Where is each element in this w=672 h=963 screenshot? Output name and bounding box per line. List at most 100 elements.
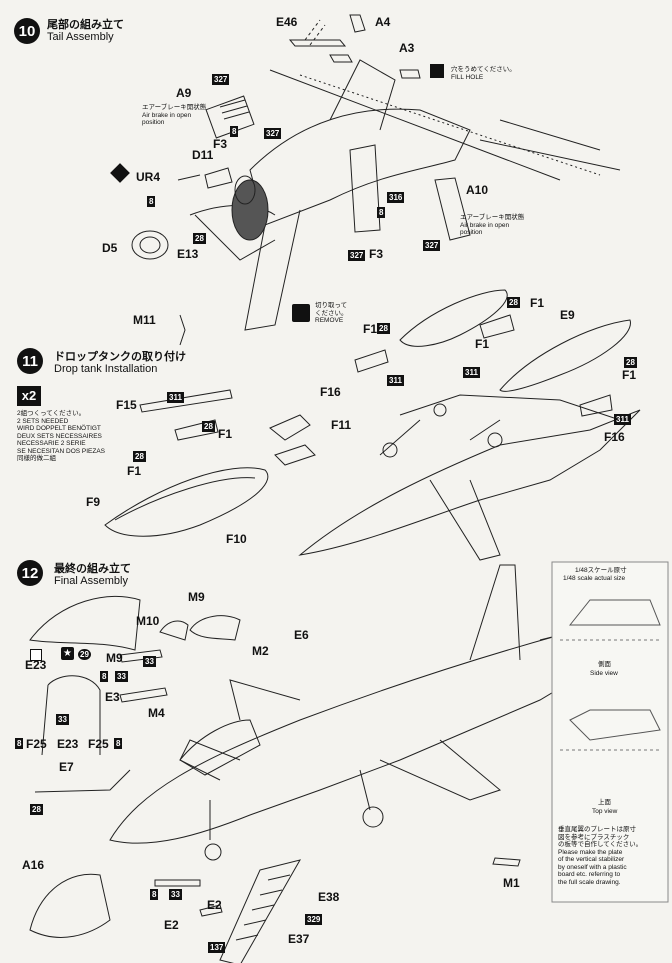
paint-28: 28 bbox=[507, 297, 520, 308]
part-E13: E13 bbox=[177, 247, 199, 261]
paint-311: 311 bbox=[387, 375, 404, 386]
plate-note: 垂直尾翼のプレートは原寸図を参考にプラスチックの板等で自作してください。 Ple… bbox=[558, 826, 643, 886]
part-F1: F1 bbox=[127, 464, 142, 478]
star-icon: ★ bbox=[61, 647, 74, 660]
part-F25: F25 bbox=[26, 737, 47, 751]
part-E2: E2 bbox=[164, 918, 179, 932]
paint-33: 33 bbox=[56, 714, 69, 725]
part-M9: M9 bbox=[188, 590, 205, 604]
part-E2: E2 bbox=[207, 898, 222, 912]
paint-8: 8 bbox=[114, 738, 123, 749]
step-10-title-jp: 尾部の組み立て bbox=[47, 19, 124, 31]
part-F1: F1 bbox=[622, 368, 637, 382]
part-M1: M1 bbox=[503, 876, 520, 890]
part-A3: A3 bbox=[399, 41, 415, 55]
part-E38: E38 bbox=[318, 890, 340, 904]
paint-311: 311 bbox=[614, 414, 631, 425]
tail-section-drawing bbox=[131, 14, 621, 346]
part-F1: F1 bbox=[530, 296, 545, 310]
paint-33: 33 bbox=[115, 671, 128, 682]
paint-327: 327 bbox=[348, 250, 366, 261]
part-F16: F16 bbox=[320, 385, 341, 399]
paint-8: 8 bbox=[100, 671, 109, 682]
remove-note: 切り取ってください。REMOVE bbox=[315, 302, 348, 324]
part-M2: M2 bbox=[252, 644, 269, 658]
paint-33: 33 bbox=[143, 656, 156, 667]
step-11-title-jp: ドロップタンクの取り付け bbox=[54, 351, 186, 363]
paint-327: 327 bbox=[212, 74, 230, 85]
drop-tank-drawing bbox=[104, 289, 641, 561]
part-F10: F10 bbox=[226, 532, 247, 546]
paint-8: 8 bbox=[230, 126, 239, 137]
paint-8: 8 bbox=[150, 889, 159, 900]
paint-8: 8 bbox=[147, 196, 156, 207]
paint-8: 8 bbox=[15, 738, 24, 749]
part-UR4: UR4 bbox=[136, 170, 161, 184]
decal-square-icon bbox=[30, 649, 42, 661]
x2-badge: x2 bbox=[17, 386, 41, 406]
part-E6: E6 bbox=[294, 628, 309, 642]
fill-hole-note: 穴をうめてください。FILL HOLE bbox=[451, 66, 516, 81]
part-E3: E3 bbox=[105, 690, 120, 704]
part-E7: E7 bbox=[59, 760, 74, 774]
part-E23: E23 bbox=[25, 658, 47, 672]
part-A10: A10 bbox=[466, 183, 489, 197]
scale-title-jp: 1/48スケール原寸 bbox=[575, 567, 627, 574]
paint-28: 28 bbox=[30, 804, 43, 815]
side-view-en: Side view bbox=[590, 670, 618, 677]
part-A16: A16 bbox=[22, 858, 45, 872]
part-M9: M9 bbox=[106, 651, 123, 665]
step-12-title-en: Final Assembly bbox=[54, 575, 128, 587]
paint-28: 28 bbox=[377, 323, 390, 334]
top-view-en: Top view bbox=[592, 808, 618, 815]
part-F1: F1 bbox=[475, 337, 490, 351]
part-F3: F3 bbox=[213, 137, 228, 151]
paint-311: 311 bbox=[463, 367, 480, 378]
part-E9: E9 bbox=[560, 308, 575, 322]
paint-8: 8 bbox=[377, 207, 386, 218]
step-10-title-en: Tail Assembly bbox=[47, 31, 114, 43]
cut-icon bbox=[292, 304, 310, 322]
part-E46: E46 bbox=[276, 15, 298, 29]
step-12-number: 12 bbox=[17, 560, 43, 586]
part-F1: F1 bbox=[218, 427, 233, 441]
part-E23: E23 bbox=[57, 737, 79, 751]
paint-327: 327 bbox=[423, 240, 441, 251]
part-F9: F9 bbox=[86, 495, 101, 509]
part-F15: F15 bbox=[116, 398, 137, 412]
final-aircraft-drawing bbox=[29, 564, 611, 963]
fill-hole-icon bbox=[430, 64, 444, 78]
part-M10: M10 bbox=[136, 614, 160, 628]
step-11-number: 11 bbox=[17, 348, 43, 374]
part-F25: F25 bbox=[88, 737, 109, 751]
paint-28: 28 bbox=[624, 357, 637, 368]
part-A9: A9 bbox=[176, 86, 192, 100]
part-F11: F11 bbox=[331, 418, 352, 432]
step-12-title-jp: 最終の組み立て bbox=[54, 563, 131, 575]
paint-137: 137 bbox=[208, 942, 226, 953]
paint-28: 28 bbox=[193, 233, 206, 244]
paint-311: 311 bbox=[167, 392, 184, 403]
part-M11: M11 bbox=[133, 313, 156, 327]
top-view-jp: 上面 bbox=[598, 799, 611, 806]
paint-316: 316 bbox=[387, 192, 405, 203]
part-F3: F3 bbox=[369, 247, 384, 261]
step-11-title-en: Drop tank Installation bbox=[54, 363, 158, 375]
part-F16: F16 bbox=[604, 430, 625, 444]
part-D11: D11 bbox=[192, 148, 214, 162]
side-view-jp: 側面 bbox=[598, 661, 611, 668]
part-F1: F1 bbox=[363, 322, 378, 336]
part-E37: E37 bbox=[288, 932, 310, 946]
paint-29: 29 bbox=[78, 649, 91, 660]
step-10-number: 10 bbox=[14, 18, 40, 44]
part-D5: D5 bbox=[102, 241, 118, 255]
paint-327: 327 bbox=[264, 128, 282, 139]
part-A4: A4 bbox=[375, 15, 391, 29]
paint-28: 28 bbox=[202, 421, 215, 432]
paint-33: 33 bbox=[169, 889, 182, 900]
paint-329: 329 bbox=[305, 914, 323, 925]
